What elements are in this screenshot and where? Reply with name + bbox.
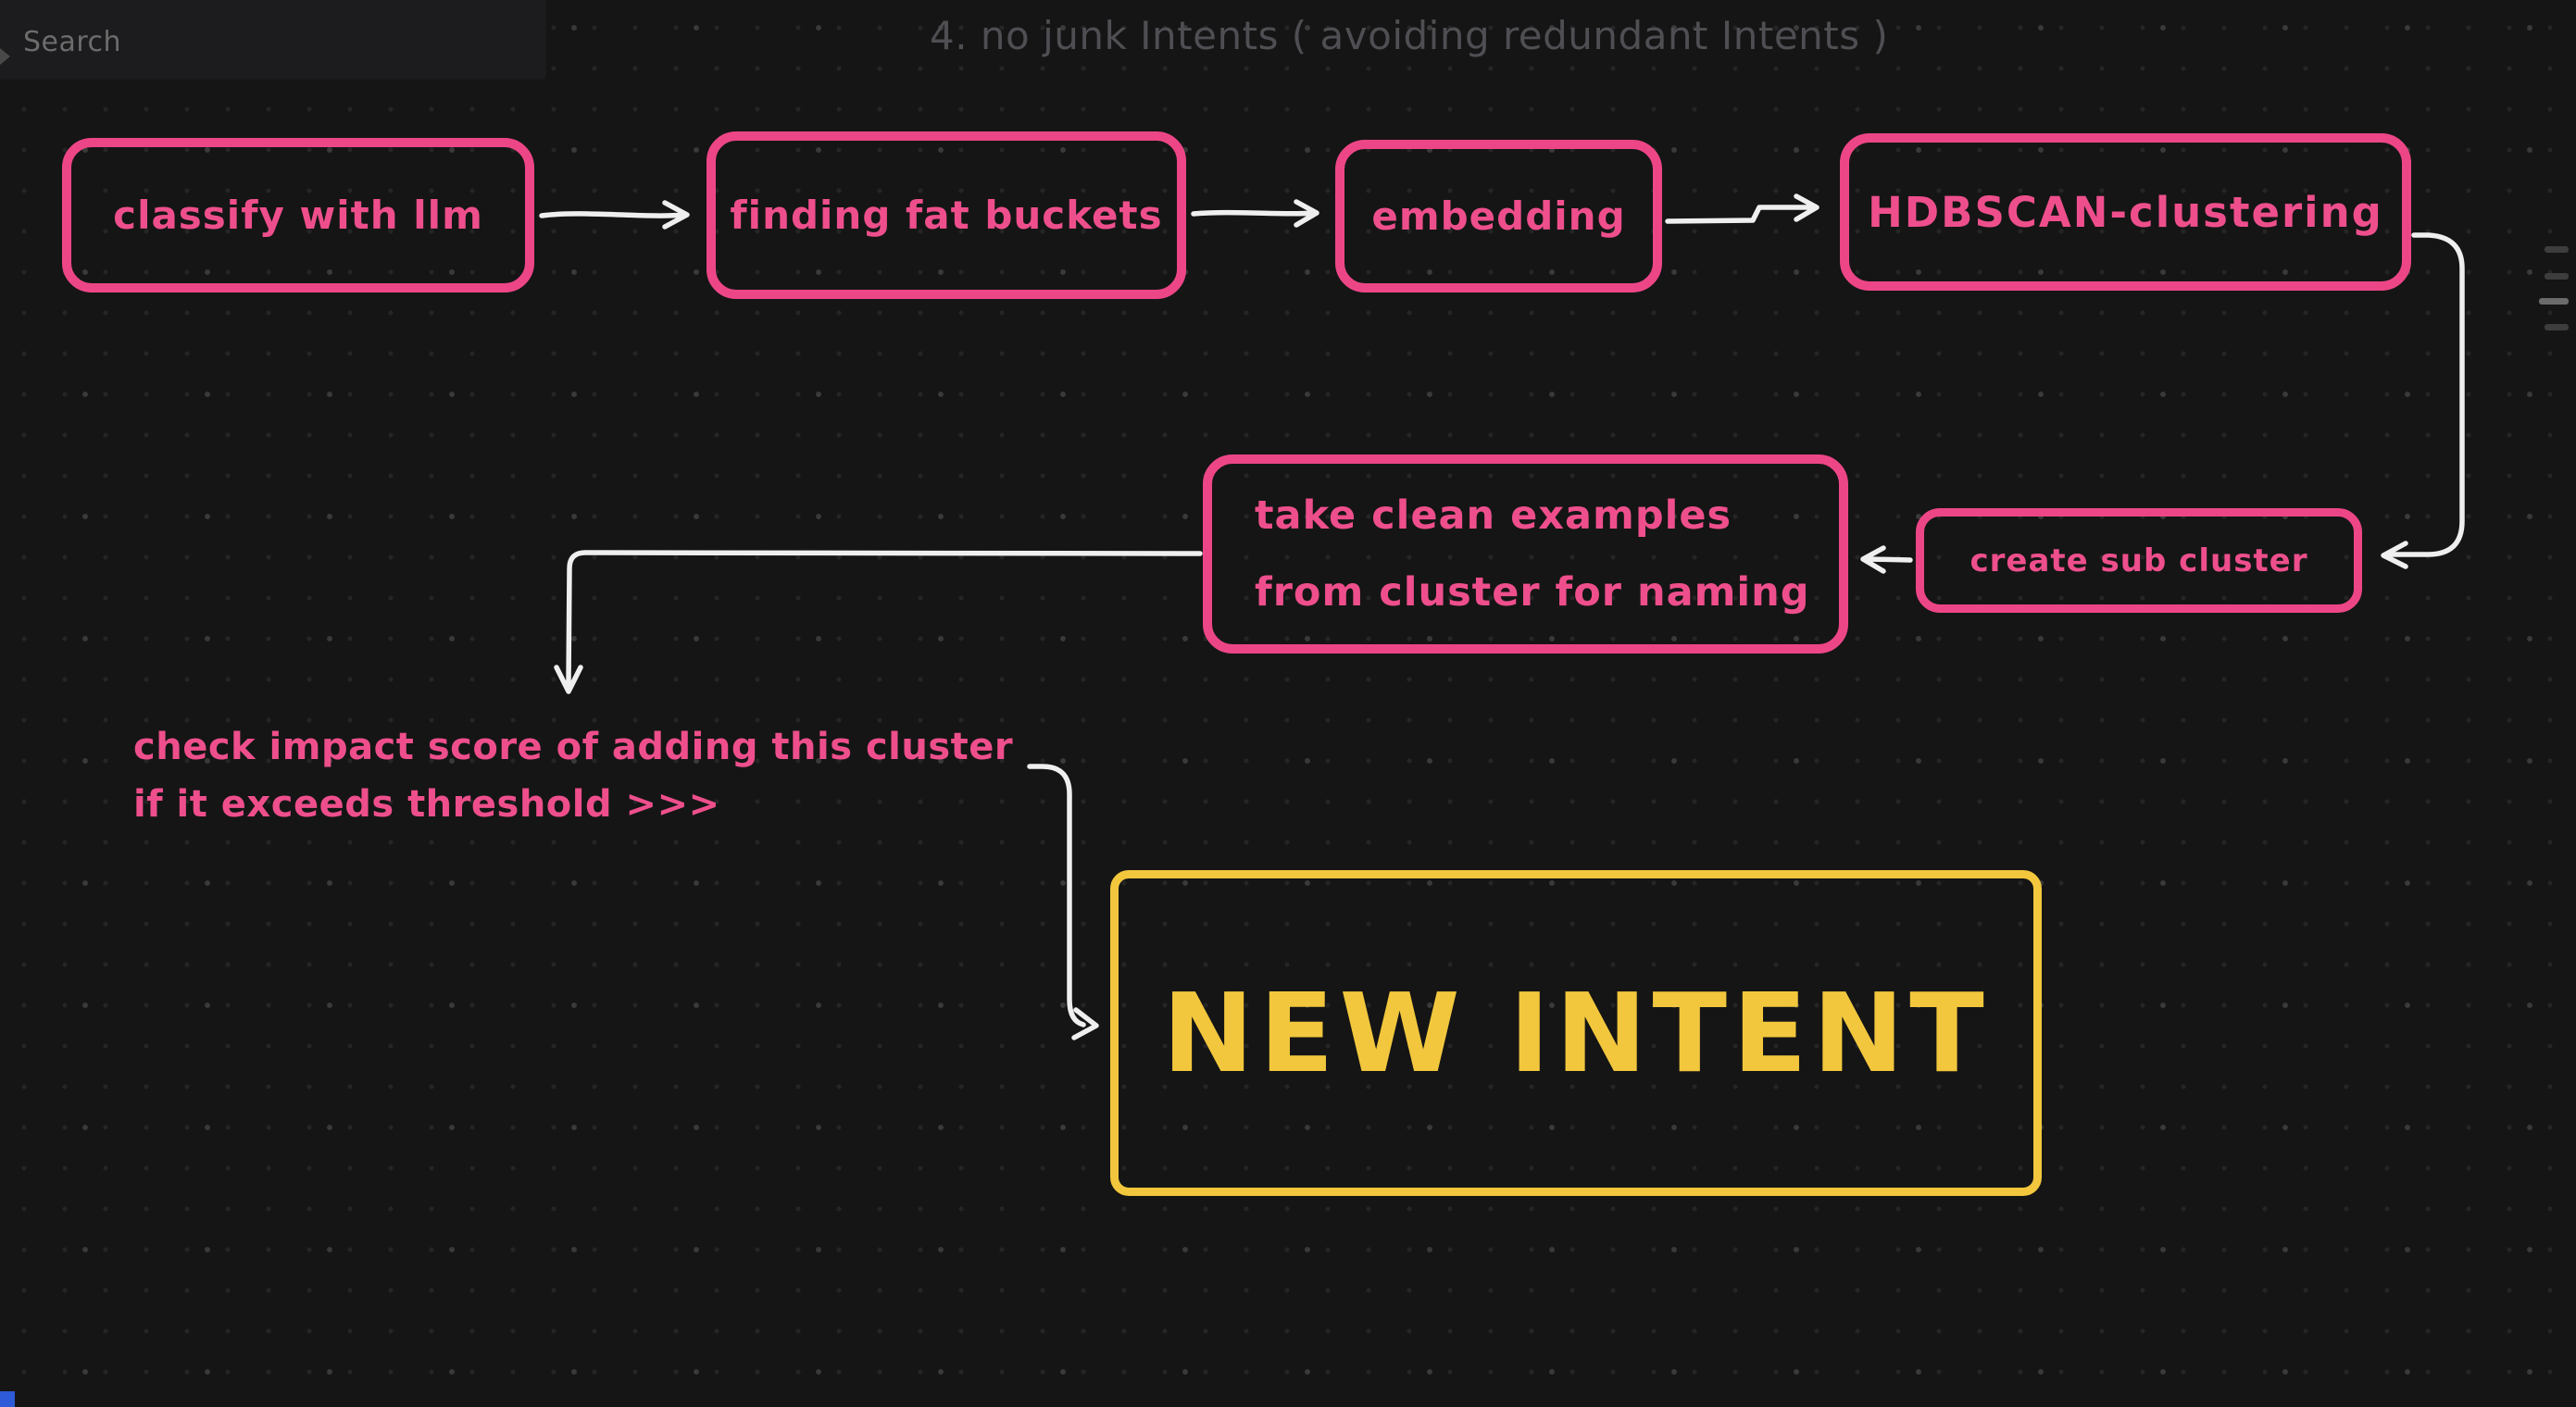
edge-handle-dash-icon[interactable]	[2545, 324, 2569, 330]
arrow-classify-to-buckets[interactable]	[539, 200, 690, 230]
arrow-subcluster-to-takeclean[interactable]	[1860, 545, 1913, 574]
connector-hdbscan-to-subcluster[interactable]	[2381, 232, 2465, 569]
annotation-line1: check impact score of adding this cluste…	[133, 726, 1014, 768]
flow-node-embedding[interactable]: embedding	[1335, 140, 1662, 293]
node-label: classify with llm	[113, 193, 483, 238]
page-title[interactable]: 4. no junk Intents ( avoiding redundant …	[930, 13, 1889, 58]
node-label-line2: from cluster for naming	[1255, 568, 1810, 616]
node-label: NEW INTENT	[1162, 969, 1990, 1097]
edge-handle-dash-icon[interactable]	[2539, 298, 2569, 305]
arrow-embedding-to-hdbscan[interactable]	[1665, 193, 1819, 224]
connector-takeclean-to-check-note[interactable]	[554, 550, 1203, 694]
flow-node-finding-fat-buckets[interactable]: finding fat buckets	[707, 131, 1186, 299]
annotation-line2: if it exceeds threshold >>>	[133, 783, 720, 826]
node-label: HDBSCAN-clustering	[1868, 187, 2383, 237]
cursor-icon	[0, 48, 10, 65]
edge-handle-dash-icon[interactable]	[2545, 273, 2569, 280]
annotation-check-impact-score[interactable]: check impact score of adding this cluste…	[133, 718, 1013, 833]
arrow-buckets-to-embedding[interactable]	[1191, 199, 1319, 228]
node-label: embedding	[1371, 193, 1626, 239]
top-left-panel	[0, 0, 546, 80]
edge-handle-dash-icon[interactable]	[2545, 246, 2569, 253]
search-input[interactable]: Search	[23, 26, 122, 58]
node-label-line1: take clean examples	[1255, 492, 1732, 539]
flow-node-take-clean-examples[interactable]: take clean examples from cluster for nam…	[1203, 454, 1848, 654]
node-label: finding fat buckets	[730, 193, 1163, 238]
connector-check-note-to-newintent[interactable]	[1027, 764, 1099, 1040]
flow-node-create-sub-cluster[interactable]: create sub cluster	[1916, 508, 2362, 613]
flow-node-new-intent[interactable]: NEW INTENT	[1110, 870, 2042, 1196]
flow-node-hdbscan-clustering[interactable]: HDBSCAN-clustering	[1840, 133, 2411, 291]
corner-accent	[0, 1391, 15, 1407]
flow-node-classify-with-llm[interactable]: classify with llm	[62, 138, 534, 293]
node-label: create sub cluster	[1970, 542, 2308, 579]
